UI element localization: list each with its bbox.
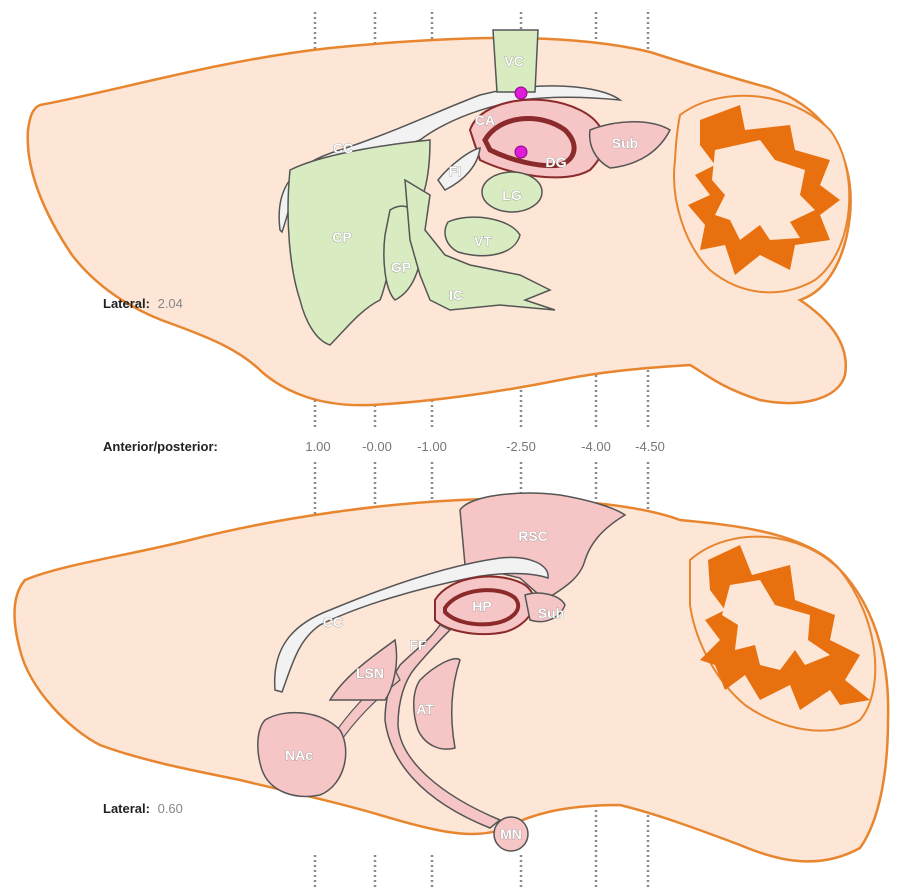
label-dg: DG [546,154,567,170]
label-at: AT [416,701,434,717]
ap-tick-4: -2.50 [506,439,536,454]
label-cp: CP [332,229,351,245]
top-marker-1 [515,87,527,99]
bottom-lateral-title: Lateral: [103,801,150,816]
label-ca: CA [475,112,495,128]
bottom-lateral-value: 0.60 [158,801,183,816]
label-sub-bottom: Sub [538,605,564,621]
label-mn: MN [500,826,522,842]
ap-axis-title: Anterior/posterior: [103,439,218,454]
label-lg: LG [502,187,522,203]
label-cc-bottom: CC [323,614,343,630]
label-ic: IC [449,287,463,303]
label-fi: FI [449,163,461,179]
label-ff: FF [409,637,427,653]
label-rsc: RSC [518,528,548,544]
label-gp: GP [391,259,411,275]
label-cc-top: CC [333,140,353,156]
top-marker-2 [515,146,527,158]
ap-tick-3: -1.00 [417,439,447,454]
bottom-lateral-label: Lateral: 0.60 [103,801,183,816]
ap-tick-1: 1.00 [305,439,330,454]
top-lateral-title: Lateral: [103,296,150,311]
top-lateral-label: Lateral: 2.04 [103,296,183,311]
label-nac: NAc [285,747,313,763]
label-hp: HP [472,598,491,614]
ap-axis: Anterior/posterior: 1.00 -0.00 -1.00 -2.… [103,439,665,454]
top-lateral-value: 2.04 [158,296,183,311]
label-lsn: LSN [356,665,384,681]
label-vc: VC [504,53,523,69]
ap-tick-5: -4.00 [581,439,611,454]
label-sub-top: Sub [612,135,638,151]
top-brain-section: VC CC CA DG Sub FI LG CP VT GP IC Latera… [28,30,851,405]
ap-tick-6: -4.50 [635,439,665,454]
label-vt: VT [474,233,492,249]
bottom-brain-section: RSC CC HP Sub FF LSN AT NAc MN Lateral: … [15,493,889,861]
ap-tick-2: -0.00 [362,439,392,454]
